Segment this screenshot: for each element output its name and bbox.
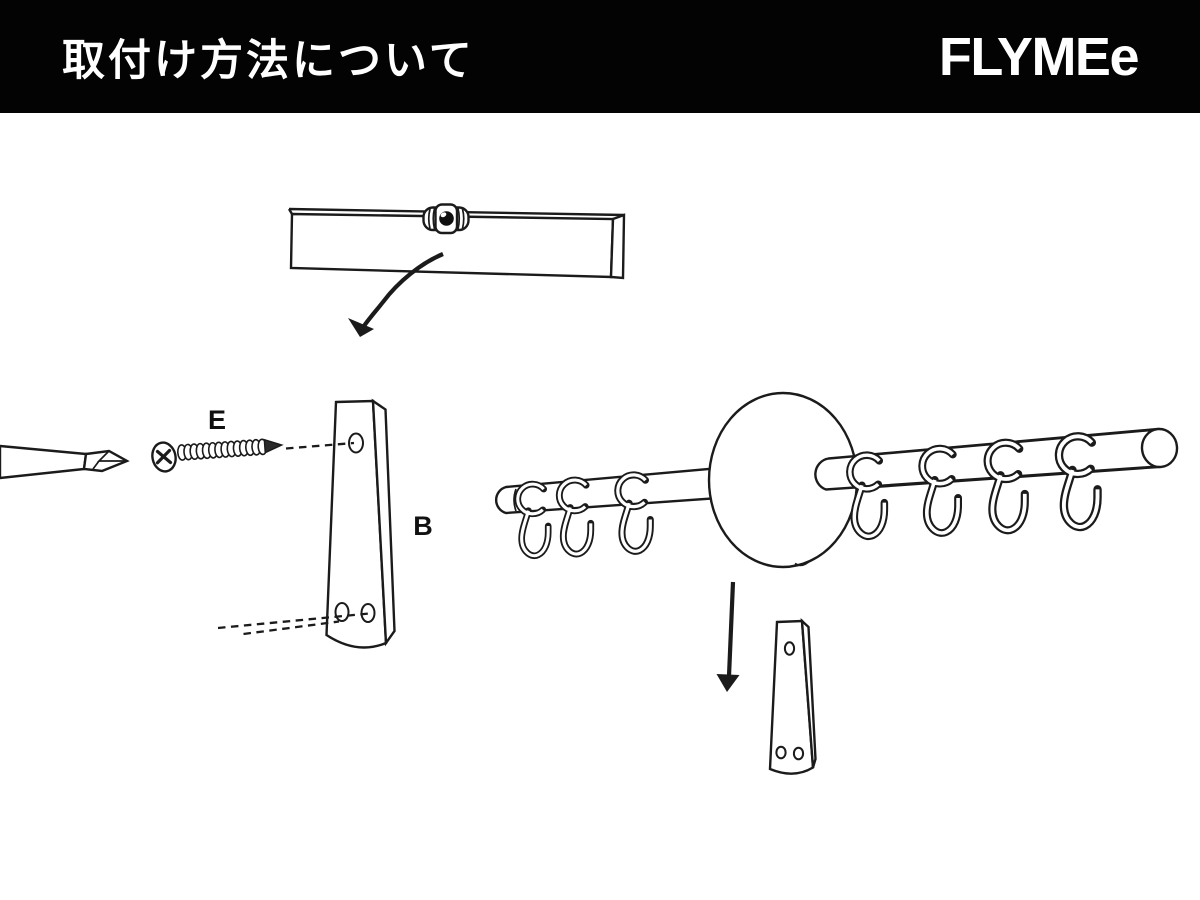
header-bar: 取付け方法について FLYMEe [0,0,1200,113]
installation-diagram: E B [0,203,1179,775]
screw-label: E [208,405,226,435]
rail-holder-clip [422,203,470,235]
hook-rail-drawing [494,391,1179,569]
wall-board-drawing [287,203,626,280]
small-bracket-drawing [768,618,817,775]
bracket-b-drawing: B [217,398,433,649]
screw-e-drawing: E [151,405,284,473]
brand-logo: FLYMEe [938,26,1140,87]
clip-ball [439,211,454,226]
bracket-label: B [413,511,433,541]
screwdriver-drawing [0,444,130,480]
straight-arrow-down-icon [716,581,740,692]
page-title: 取付け方法について [62,36,475,85]
rail-end-cap [1140,427,1179,469]
curved-arrow-down-icon [348,252,444,337]
